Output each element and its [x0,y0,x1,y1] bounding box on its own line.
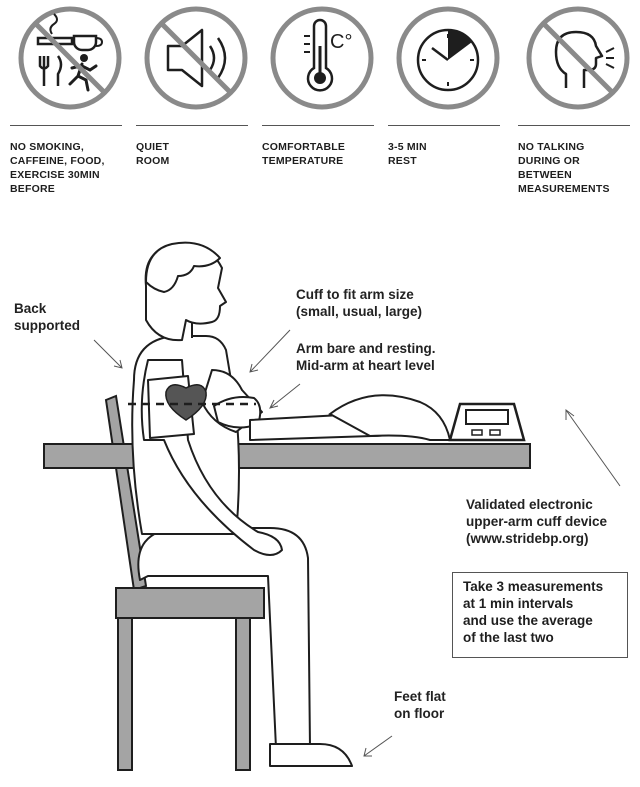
seated-person [131,241,403,767]
callout-arrows [93,329,621,757]
callout-back-supported: Back supported [14,301,80,333]
thermometer-celsius-icon: C° [270,6,374,110]
divider [518,125,630,126]
callout-validated-device: Validated electronic upper-arm cuff devi… [466,497,608,546]
arm-rest-shape [328,394,452,441]
clock-timer-icon [396,6,500,110]
chair [104,394,265,771]
no-talking-icon [526,6,630,110]
callout-arm-position: Arm bare and resting. Mid-arm at heart l… [296,341,436,373]
prerequisite-label: 3-5 MIN REST [388,141,427,167]
celsius-symbol: C° [330,31,352,53]
divider [388,125,500,126]
no-smoking-caffeine-food-exercise-icon [18,6,122,110]
measurement-instructions-box: Take 3 measurements at 1 min intervals a… [452,572,628,658]
callout-feet-flat: Feet flat on floor [394,689,446,721]
blood-pressure-monitor [448,402,526,442]
divider [136,125,248,126]
heart-icon [165,384,207,421]
prerequisite-label: NO TALKING DURING OR BETWEEN MEASUREMENT… [518,141,610,195]
divider [262,125,374,126]
prerequisite-label: QUIET ROOM [136,141,170,167]
prerequisite-label: COMFORTABLE TEMPERATURE [262,141,346,167]
muted-speaker-icon [144,6,248,110]
callout-measurements: Take 3 measurements at 1 min intervals a… [463,579,604,645]
callout-cuff-size: Cuff to fit arm size (small, usual, larg… [296,287,423,319]
divider [10,125,122,126]
table [43,443,531,469]
prerequisite-label: NO SMOKING, CAFFEINE, FOOD, EXERCISE 30M… [10,141,105,195]
